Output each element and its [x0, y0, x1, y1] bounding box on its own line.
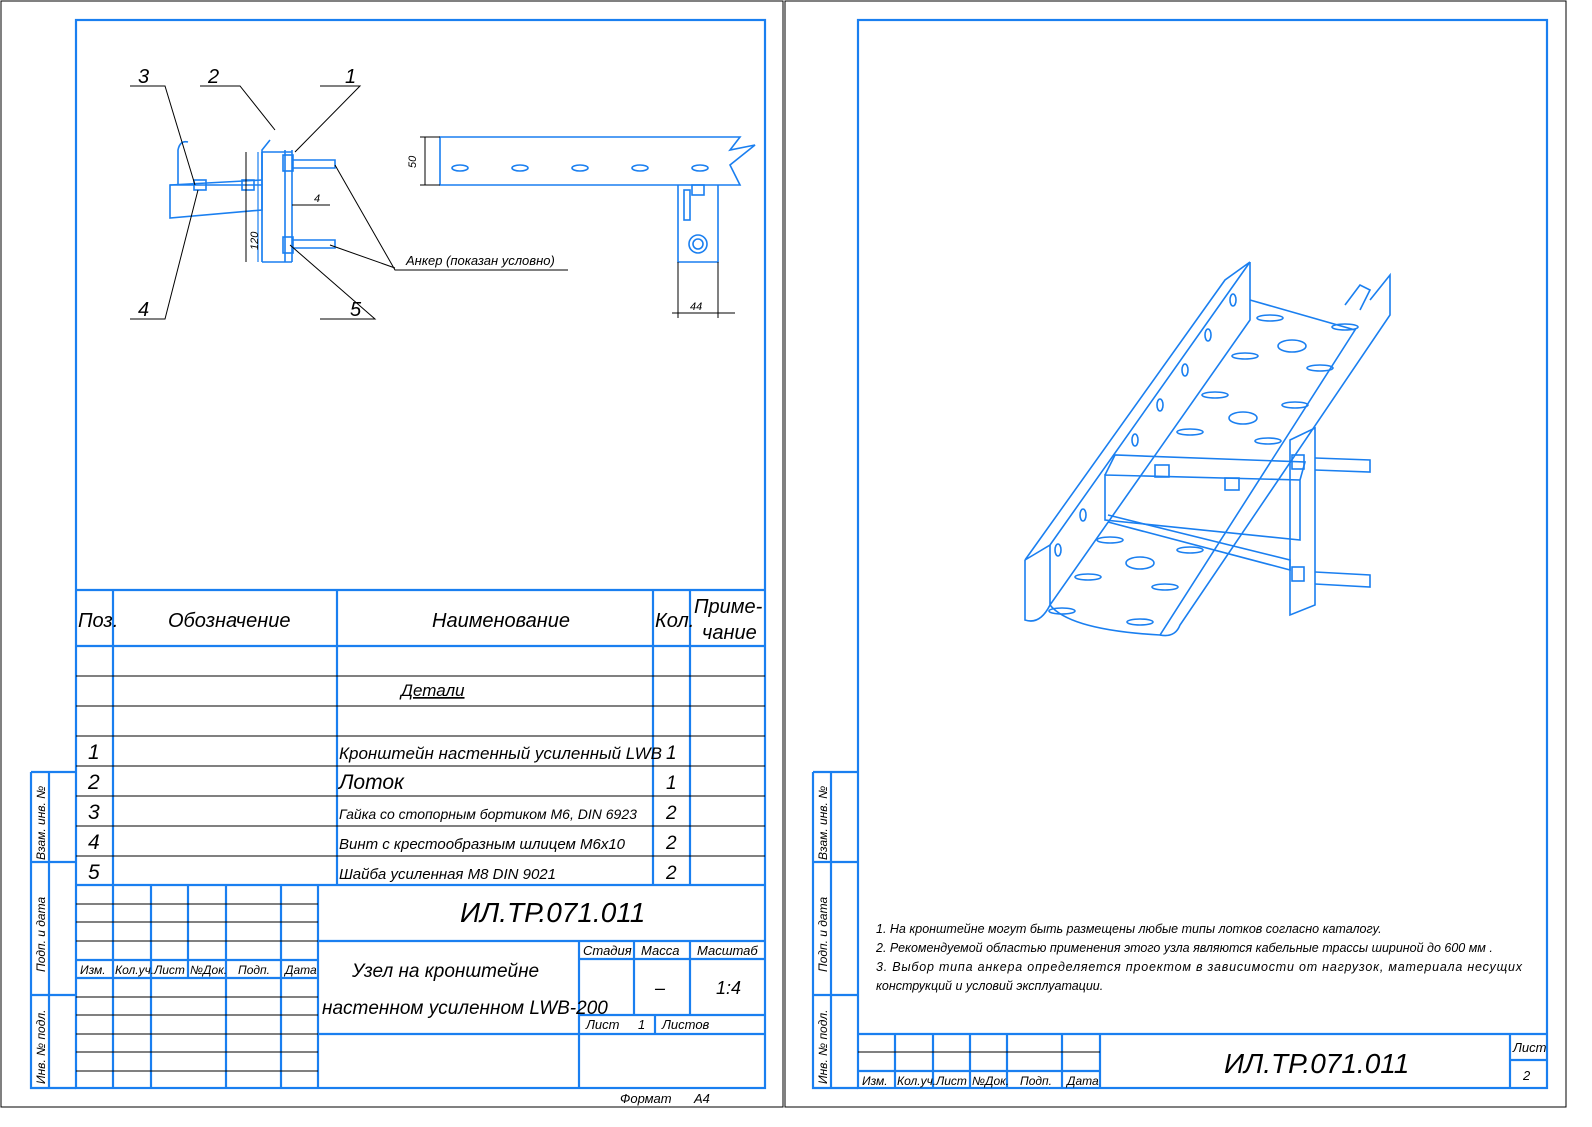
callout-leaders [130, 85, 568, 320]
callout-5: 5 [350, 299, 362, 321]
doc-number: ИЛ.ТР.071.011 [460, 897, 645, 928]
callout-3: 3 [138, 66, 149, 88]
anchor-note: Анкер (показан условно) [405, 253, 555, 268]
col-header-izm: Изм. [862, 1074, 888, 1088]
strip-label-sign-date: Подп. и дата [816, 897, 830, 972]
spec-row-name: Шайба усиленная М8 DIN 9021 [339, 866, 556, 883]
front-view-drawing [420, 136, 756, 318]
format-label: Формат [620, 1091, 672, 1106]
note-1: 1. На кронштейне могут быть размещены лю… [876, 922, 1382, 936]
spec-row-name: Винт с крестообразным шлицем М6х10 [339, 836, 626, 853]
sheet1-side-strip: Взам. инв. № Подп. и дата Инв. № подл. [29, 770, 76, 1090]
spec-row-pos: 4 [88, 831, 100, 854]
col-header-podp: Подп. [238, 963, 270, 977]
spec-row-name: Лоток [337, 771, 405, 794]
strip-label-inv-orig: Инв. № подл. [816, 1010, 830, 1084]
spec-row-name: Гайка со стопорным бортиком М6, DIN 6923 [339, 806, 637, 822]
spec-row-qty: 2 [665, 833, 677, 854]
strip-label-replace-inv: Взам. инв. № [816, 786, 830, 860]
sheet-label: Лист [585, 1017, 620, 1032]
mass-label: Масса [641, 943, 679, 958]
spec-row-qty: 1 [666, 773, 677, 794]
spec-section-details: Детали [399, 681, 465, 700]
title-line-2: настенном усиленном LWB-200 [322, 998, 608, 1019]
dim-4: 4 [314, 193, 320, 205]
side-view-drawing [169, 139, 336, 263]
col-header-ndok: №Док. [190, 963, 227, 977]
col-header-date: Дата [283, 963, 317, 977]
spec-row-qty: 2 [665, 863, 677, 884]
dim-120: 120 [249, 231, 261, 250]
note-3-cont: конструкций и условий эксплуатации. [876, 979, 1103, 993]
mass-value: – [654, 978, 666, 998]
scale-value: 1:4 [716, 978, 741, 998]
strip-label-inv-orig: Инв. № подл. [34, 1010, 48, 1084]
sheet1-outer-border [0, 0, 784, 1108]
spec-header-note-2: чание [702, 622, 757, 644]
sheets-label: Листов [661, 1017, 710, 1032]
sheet1: 1 2 3 4 5 Анкер (показан условно) 4 120 … [29, 18, 767, 1106]
note-2: 2. Рекомендуемой областью применения это… [875, 941, 1493, 955]
sheet2-side-strip: Взам. инв. № Подп. и дата Инв. № подл. [811, 770, 858, 1090]
stage-label: Стадия [583, 943, 632, 958]
callout-4: 4 [138, 299, 149, 321]
spec-header-name: Наименование [432, 610, 570, 632]
spec-row-pos: 2 [87, 771, 100, 794]
spec-row-pos: 5 [88, 861, 100, 884]
col-header-izm: Изм. [80, 963, 106, 977]
sheet2-outer-border [784, 0, 1567, 1108]
sheet2-title-block: Изм. Кол.уч. Лист №Док. Подп. Дата ИЛ.ТР… [858, 1032, 1547, 1088]
doc-number: ИЛ.ТР.071.011 [1224, 1048, 1409, 1079]
spec-row-qty: 1 [666, 743, 677, 764]
scale-label: Масштаб [697, 943, 758, 958]
sheet1-frame [74, 18, 767, 1090]
sheet1-title-block: Изм. Кол.уч. Лист №Док. Подп. Дата ИЛ.ТР… [76, 885, 765, 1088]
spec-row-qty: 2 [665, 803, 677, 824]
spec-header-designation: Обозначение [168, 610, 291, 632]
spec-header-qty: Кол. [655, 610, 694, 632]
isometric-view-drawing [1024, 261, 1391, 637]
spec-header-pos: Поз. [78, 610, 118, 632]
notes: 1. На кронштейне могут быть размещены лю… [875, 922, 1523, 993]
spec-row-pos: 1 [88, 741, 100, 764]
col-header-list: Лист [935, 1074, 967, 1088]
spec-row-pos: 3 [88, 801, 100, 824]
col-header-podp: Подп. [1020, 1074, 1052, 1088]
sheet-number: 1 [638, 1017, 645, 1032]
dim-44: 44 [690, 301, 702, 313]
sheet-number: 2 [1522, 1068, 1531, 1083]
note-3: 3. Выбор типа анкера определяется проект… [876, 960, 1523, 974]
col-header-koluch: Кол.уч. [115, 963, 154, 977]
callout-2: 2 [207, 66, 219, 88]
spec-row-name: Кронштейн настенный усиленный LWB [339, 744, 662, 763]
format-value: А4 [693, 1091, 710, 1106]
col-header-ndok: №Док. [972, 1074, 1009, 1088]
callout-1: 1 [345, 66, 356, 88]
title-line-1: Узел на кронштейне [351, 961, 539, 982]
col-header-list: Лист [153, 963, 185, 977]
spec-header-note-1: Приме- [694, 596, 763, 618]
strip-label-sign-date: Подп. и дата [34, 897, 48, 972]
sheet-label: Лист [1512, 1040, 1547, 1055]
col-header-date: Дата [1065, 1074, 1099, 1088]
spec-table: Поз. Обозначение Наименование Кол. Приме… [76, 588, 765, 887]
col-header-koluch: Кол.уч. [897, 1074, 936, 1088]
dim-50: 50 [407, 155, 419, 168]
strip-label-replace-inv: Взам. инв. № [34, 786, 48, 860]
sheet2-frame [856, 18, 1549, 1090]
sheet2: 1. На кронштейне могут быть размещены лю… [811, 18, 1549, 1090]
